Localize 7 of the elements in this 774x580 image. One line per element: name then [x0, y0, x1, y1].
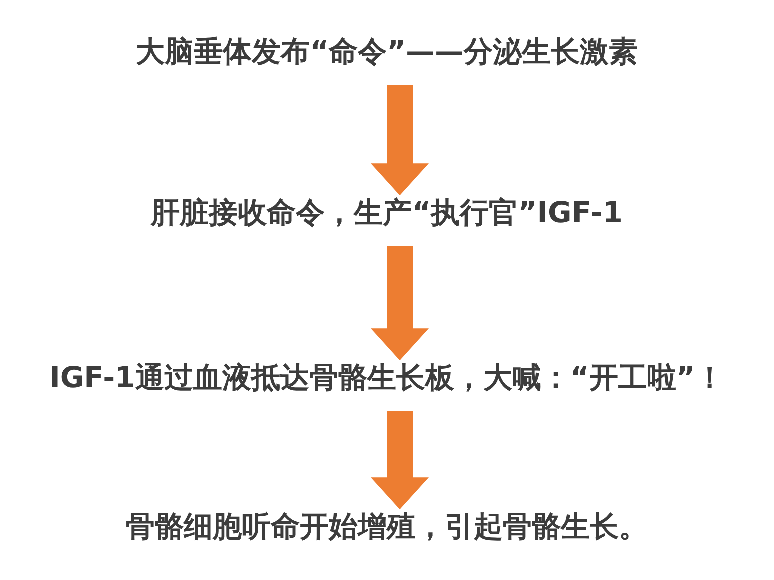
step-text: 骨骼细胞听命开始增殖，引起骨骼生长。 [124, 506, 650, 548]
arrow [371, 246, 429, 361]
step-text: 大脑垂体发布“命令”——分泌生长激素 [134, 30, 640, 74]
step-text: IGF-1通过血液抵达骨骼生长板，大喊：“开工啦”！ [48, 356, 726, 400]
arrow [371, 411, 429, 510]
step-text: 肝脏接收命令，生产“执行官”IGF-1 [149, 192, 625, 234]
arrow [371, 85, 429, 196]
